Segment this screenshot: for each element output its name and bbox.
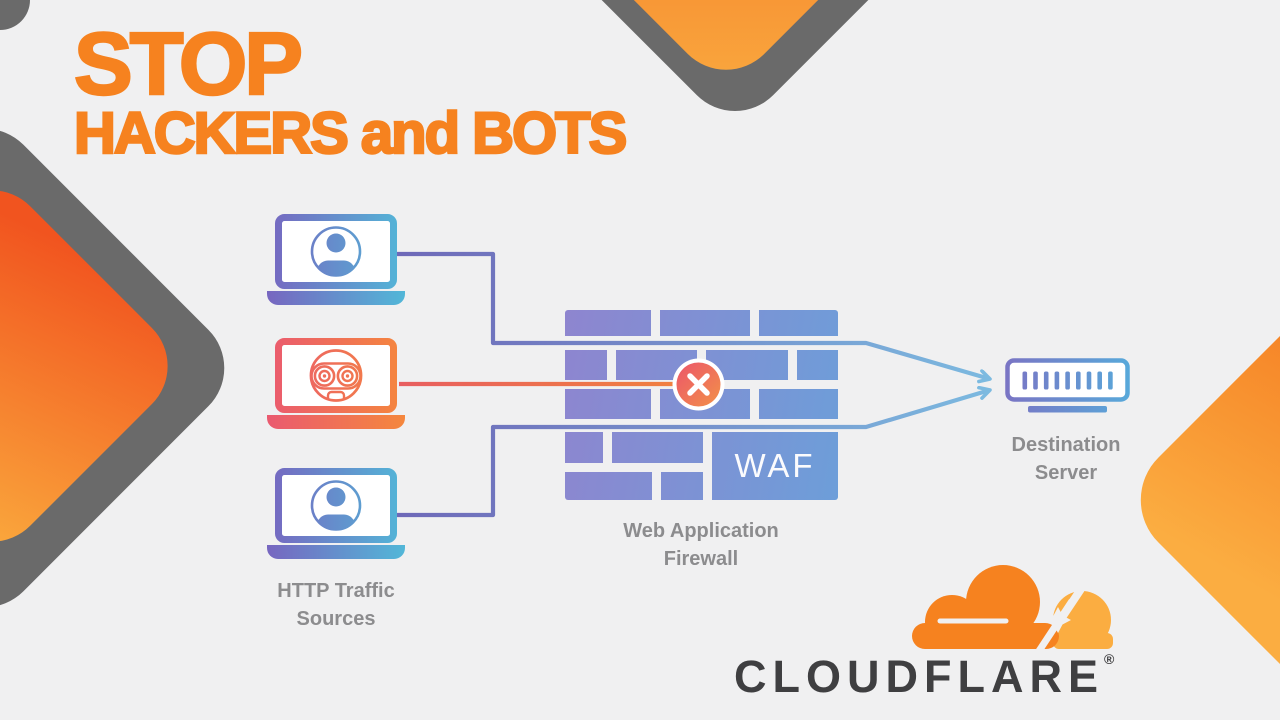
cloudflare-wordmark: CLOUDFLARE® xyxy=(734,651,1114,703)
wall-gap xyxy=(651,389,660,419)
wall-gap xyxy=(750,310,759,336)
wall-gap xyxy=(603,432,612,463)
wall-gap xyxy=(565,463,703,472)
page-title: STOP HACKERS and BOTS xyxy=(73,14,629,166)
label-line: HTTP Traffic xyxy=(277,580,395,602)
title-line-1: STOP xyxy=(73,14,305,113)
flow-line-bottom xyxy=(397,390,990,518)
server-icon xyxy=(995,350,1140,421)
title-line-2: HACKERS and BOTS xyxy=(73,101,629,166)
laptop-user-icon xyxy=(267,468,405,565)
laptop-user-icon xyxy=(267,214,405,311)
wall-gap xyxy=(703,432,712,500)
blocked-x-icon xyxy=(672,358,725,411)
label-line: Firewall xyxy=(663,548,739,570)
destination-server-label: Destination Server xyxy=(946,431,1186,487)
label-line: Server xyxy=(1034,462,1098,484)
wall-gap xyxy=(788,350,797,380)
wall-gap xyxy=(652,472,661,500)
brand-name: CLOUDFLARE xyxy=(734,651,1104,702)
web-application-firewall-label: Web Application Firewall xyxy=(581,517,821,573)
cloudflare-cloud-icon xyxy=(900,563,1140,663)
label-line: Web Application xyxy=(623,520,779,542)
registered-mark: ® xyxy=(1103,651,1115,667)
http-traffic-sources-label: HTTP Traffic Sources xyxy=(216,577,456,633)
label-line: Destination xyxy=(1011,434,1121,456)
wall-gap xyxy=(750,389,759,419)
wall-gap xyxy=(651,310,660,336)
waf-brick-label: WAF xyxy=(734,447,816,484)
label-line: Sources xyxy=(296,608,376,630)
flow-line-top xyxy=(397,251,990,379)
laptop-bot-icon xyxy=(267,338,405,435)
wall-gap xyxy=(607,350,616,380)
